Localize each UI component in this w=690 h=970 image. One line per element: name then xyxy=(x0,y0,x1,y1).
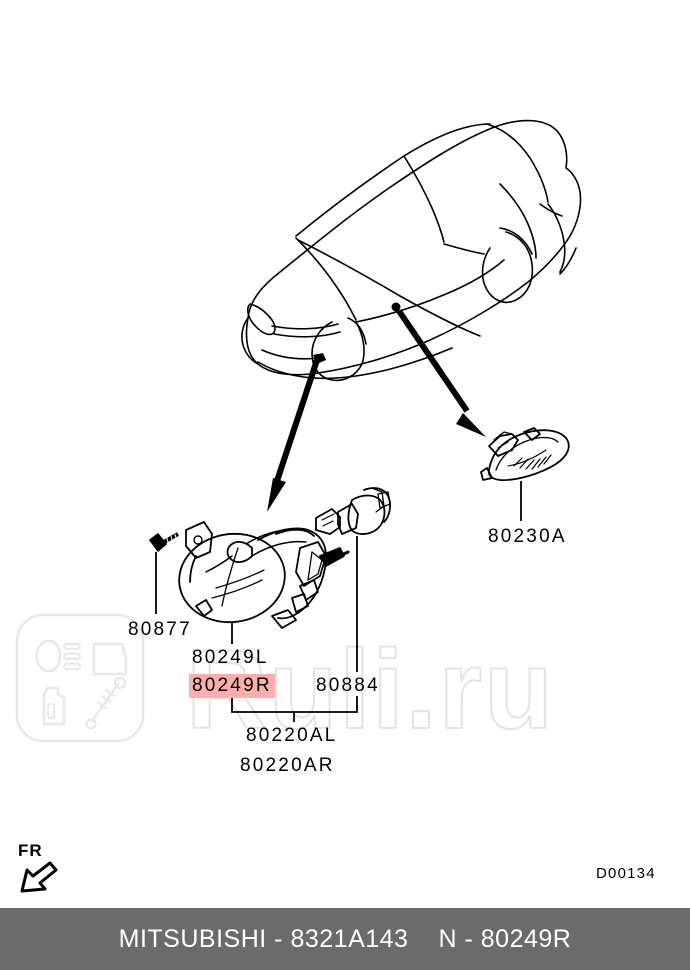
front-direction-arrow-icon xyxy=(20,861,58,893)
footer-bar: MITSUBISHI - 8321A143 N - 80249R xyxy=(0,908,690,970)
footer-reference: N - 80249R xyxy=(438,925,571,954)
part-label-80220AR[interactable]: 80220AR xyxy=(240,755,335,776)
part-label-80230A[interactable]: 80230A xyxy=(488,526,567,547)
footer-brand: MITSUBISHI xyxy=(118,924,267,953)
leader-lines xyxy=(155,481,522,722)
footer-catalog-number: 8321A143 xyxy=(290,924,409,953)
part-label-80220AL[interactable]: 80220AL xyxy=(246,725,338,746)
footer-brand-catalog: MITSUBISHI - 8321A143 xyxy=(119,925,409,954)
callout-point-side-marker xyxy=(391,302,401,312)
footer-reference-dash: - xyxy=(464,924,474,953)
footer-dash: - xyxy=(274,924,283,953)
footer-reference-number: 80249R xyxy=(480,924,572,953)
vehicle-illustration xyxy=(241,119,582,382)
footer-reference-prefix: N xyxy=(438,924,458,953)
side-marker-lamp-illustration xyxy=(480,427,570,481)
fog-lamp-assembly-illustration xyxy=(178,521,350,629)
part-label-80884[interactable]: 80884 xyxy=(316,675,380,696)
part-label-80877[interactable]: 80877 xyxy=(128,619,192,640)
arrow-to-fog-lamp xyxy=(267,359,320,512)
part-label-80249R[interactable]: 80249R xyxy=(189,674,275,698)
diagram-code: D00134 xyxy=(596,865,656,882)
screw-illustration xyxy=(149,532,179,552)
front-orientation-label: FR xyxy=(18,841,43,860)
part-label-80249L[interactable]: 80249L xyxy=(192,647,269,668)
arrow-to-side-marker-lamp xyxy=(396,309,486,437)
bulb-illustration xyxy=(315,487,391,535)
front-orientation-marker: FR xyxy=(18,842,60,895)
